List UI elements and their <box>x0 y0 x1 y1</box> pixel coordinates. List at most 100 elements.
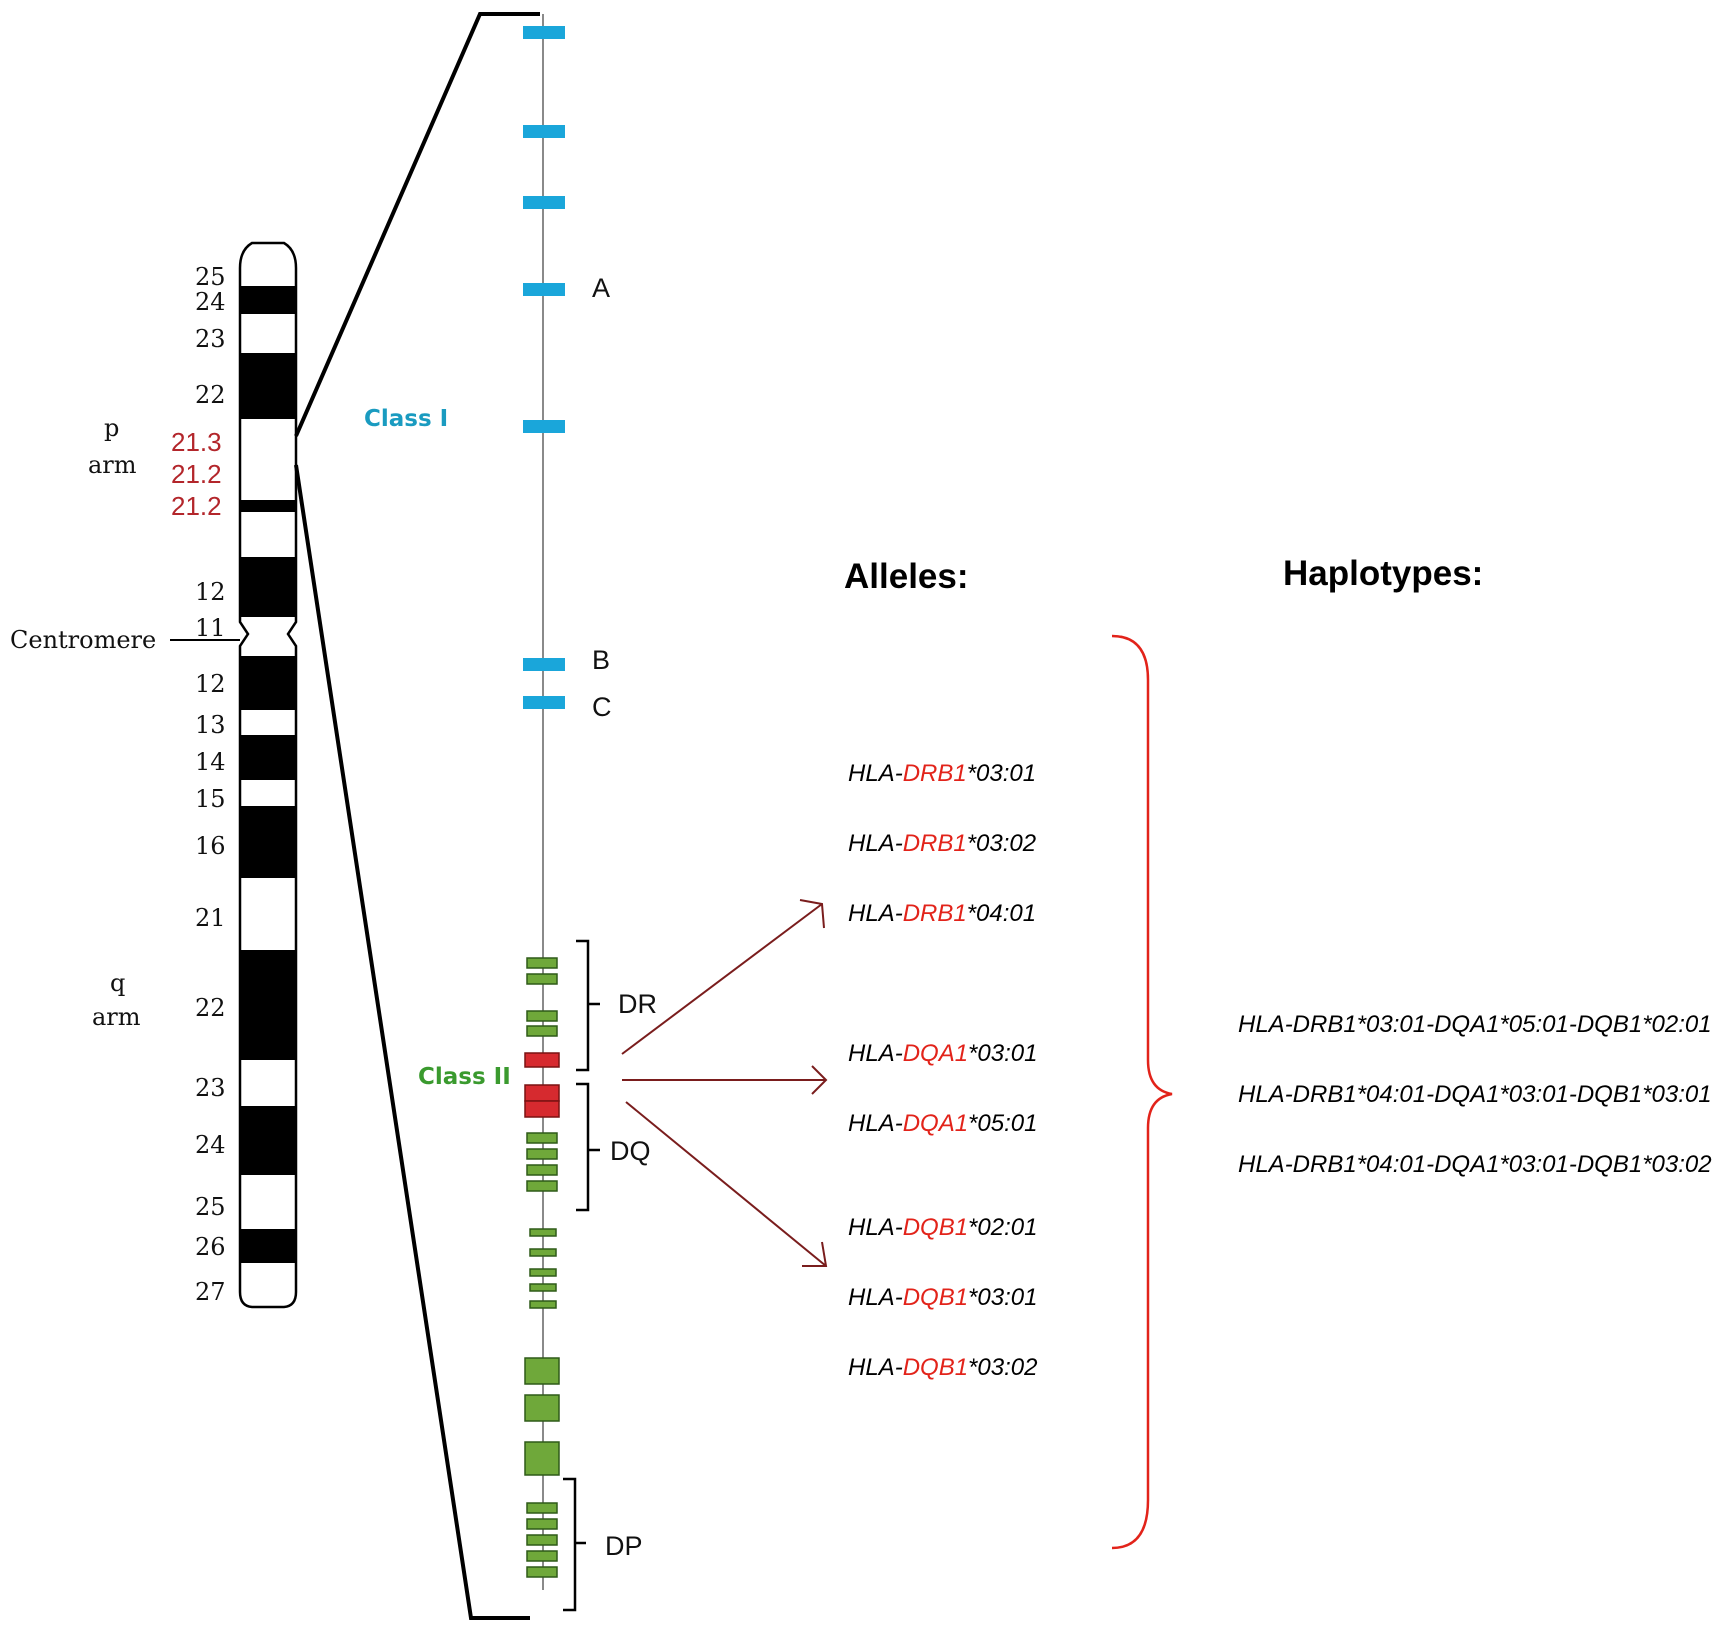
class-one-gene-5 <box>523 420 565 433</box>
allele-locus: DQA1 <box>903 1040 968 1067</box>
allele-suffix: *03:01 <box>967 760 1036 787</box>
band-label-p24: 24 <box>195 288 226 316</box>
band-label-q24: 24 <box>195 1131 226 1159</box>
allele-arrows <box>621 899 828 1267</box>
allele-suffix: *03:02 <box>968 1354 1037 1381</box>
allele-prefix: HLA- <box>848 1354 903 1381</box>
allele-suffix: *03:01 <box>968 1284 1037 1311</box>
dq-bracket <box>576 1082 600 1212</box>
class-two-small-gene-5 <box>529 1300 557 1309</box>
allele-locus: DQA1 <box>903 1110 968 1137</box>
allele-prefix: HLA- <box>848 830 903 857</box>
haplotype-item: HLA-DRB1*04:01-DQA1*03:01-DQB1*03:01 <box>1238 1081 1712 1108</box>
band-q16 <box>240 806 296 878</box>
arrow-to-dqb1 <box>625 1101 828 1267</box>
dr-gene-highlight <box>524 1052 560 1068</box>
allele-locus: DRB1 <box>903 760 967 787</box>
class-two-small-gene-1 <box>529 1228 557 1237</box>
class-two-large-gene-2 <box>524 1394 560 1422</box>
class-one-label: Class I <box>364 406 448 432</box>
band-q22 <box>240 950 296 1060</box>
gene-label-c: C <box>592 692 612 722</box>
band-label-p23: 23 <box>195 325 226 353</box>
centromere-label: Centromere <box>10 626 156 654</box>
allele-prefix: HLA- <box>848 900 903 927</box>
class-one-genes <box>523 26 565 709</box>
allele-item: HLA-DRB1*04:01 <box>848 900 1036 927</box>
band-label-p25: 25 <box>195 263 226 291</box>
band-label-p21-2b: 21.2 <box>171 491 222 521</box>
class-two-label: Class II <box>418 1064 511 1090</box>
dr-gene-2 <box>526 973 558 985</box>
haplotype-item: HLA-DRB1*04:01-DQA1*03:01-DQB1*03:02 <box>1238 1151 1712 1178</box>
allele-prefix: HLA- <box>848 1110 903 1137</box>
band-numbers: 25 24 23 22 21.3 21.2 21.2 12 11 12 13 1… <box>171 263 226 1306</box>
band-label-q26: 26 <box>195 1233 226 1261</box>
allele-prefix: HLA- <box>848 1040 903 1067</box>
band-label-q23: 23 <box>195 1074 226 1102</box>
class-two-genes <box>524 957 560 1578</box>
allele-prefix: HLA- <box>848 1214 903 1241</box>
band-q14 <box>240 735 296 780</box>
gene-label-a: A <box>592 273 610 303</box>
dq-gene-3 <box>526 1164 558 1176</box>
band-label-q27: 27 <box>195 1278 226 1306</box>
arrow-to-dqa1 <box>622 1065 828 1095</box>
band-label-q25: 25 <box>195 1193 226 1221</box>
q-arm-label-q: q <box>110 969 125 997</box>
band-label-q22: 22 <box>195 994 226 1022</box>
gene-label-dq: DQ <box>610 1136 651 1166</box>
band-q12 <box>240 656 296 710</box>
band-label-p12: 12 <box>195 578 226 606</box>
band-label-q16: 16 <box>195 832 226 860</box>
allele-item: HLA-DQA1*03:01 <box>848 1040 1037 1067</box>
zoom-line-top <box>294 12 540 437</box>
allele-item: HLA-DQB1*03:02 <box>848 1354 1037 1381</box>
class-one-gene-b <box>523 658 565 671</box>
dq-gene-highlight-1 <box>524 1084 560 1102</box>
haplotype-item: HLA-DRB1*03:01-DQA1*05:01-DQB1*02:01 <box>1238 1011 1712 1038</box>
gene-label-dp: DP <box>605 1531 643 1561</box>
allele-suffix: *02:01 <box>968 1214 1037 1241</box>
band-label-p22: 22 <box>195 381 226 409</box>
band-label-p11: 11 <box>195 614 226 642</box>
allele-locus: DQB1 <box>903 1214 968 1241</box>
class-two-large-gene-3 <box>524 1441 560 1476</box>
band-q24 <box>240 1106 296 1175</box>
dp-gene-1 <box>526 1502 558 1514</box>
allele-prefix: HLA- <box>848 1284 903 1311</box>
haplotype-brace <box>1111 634 1173 1550</box>
dq-gene-4 <box>526 1180 558 1192</box>
band-label-q15: 15 <box>195 785 226 813</box>
dp-gene-5 <box>526 1566 558 1578</box>
band-p12 <box>240 557 296 617</box>
dq-gene-1 <box>526 1132 558 1144</box>
dr-bracket <box>576 939 600 1072</box>
allele-locus: DRB1 <box>903 830 967 857</box>
dq-gene-2 <box>526 1148 558 1160</box>
class-two-small-gene-3 <box>529 1268 557 1277</box>
dp-gene-3 <box>526 1534 558 1546</box>
haplotype-list: HLA-DRB1*03:01-DQA1*05:01-DQB1*02:01 HLA… <box>1238 1011 1712 1178</box>
allele-suffix: *03:01 <box>968 1040 1037 1067</box>
dp-gene-4 <box>526 1550 558 1562</box>
allele-locus: DQB1 <box>903 1284 968 1311</box>
allele-list: HLA-DRB1*03:01 HLA-DRB1*03:02 HLA-DRB1*0… <box>848 760 1037 1381</box>
gene-label-dr: DR <box>618 989 657 1019</box>
band-label-p21-3: 21.3 <box>171 427 222 457</box>
class-one-gene-1 <box>523 26 565 39</box>
allele-locus: DRB1 <box>903 900 967 927</box>
chromosome-ideogram <box>170 241 298 1309</box>
class-one-gene-a <box>523 283 565 296</box>
band-q26 <box>240 1229 296 1263</box>
band-p22 <box>240 353 296 419</box>
arrow-to-drb1 <box>621 899 825 1055</box>
class-one-gene-2 <box>523 125 565 138</box>
allele-item: HLA-DQB1*02:01 <box>848 1214 1037 1241</box>
band-label-q14: 14 <box>195 748 226 776</box>
allele-item: HLA-DRB1*03:02 <box>848 830 1036 857</box>
allele-suffix: *05:01 <box>968 1110 1037 1137</box>
band-label-q13: 13 <box>195 711 226 739</box>
band-p24 <box>240 286 296 314</box>
